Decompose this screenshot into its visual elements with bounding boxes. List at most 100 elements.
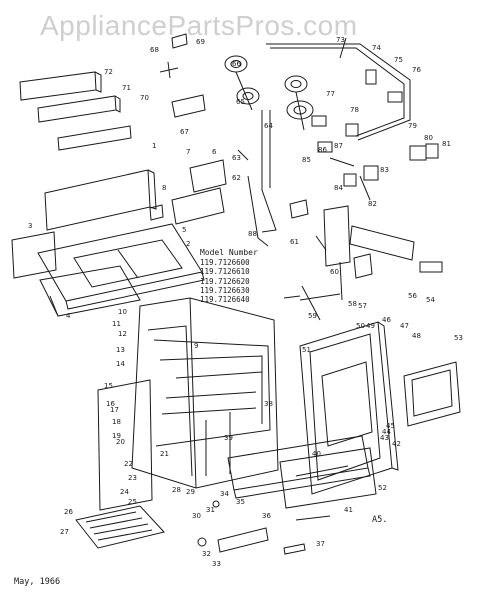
- part-label: 13: [116, 346, 125, 354]
- part-label: 52: [378, 484, 387, 492]
- part-label: 17: [110, 406, 119, 414]
- model-number-block: Model Number 119.7126600 119.7126610 119…: [200, 248, 258, 304]
- kick-plate-33: [217, 527, 269, 553]
- part-label: 66: [232, 60, 241, 68]
- part-label: 54: [426, 296, 435, 304]
- foot-32: [197, 537, 207, 547]
- plate-7: [171, 187, 225, 225]
- part-label: 41: [344, 506, 353, 514]
- part-label: 80: [424, 134, 433, 142]
- part-label: 3: [28, 222, 32, 230]
- clip-8: [149, 204, 164, 221]
- part-label: 35: [236, 498, 245, 506]
- watermark: AppliancePartsPros.com: [40, 10, 358, 41]
- part-label: 59: [308, 312, 317, 320]
- trim-strip-70: [57, 125, 132, 151]
- model-number: 119.7126610: [200, 267, 250, 277]
- part-label: 28: [172, 486, 181, 494]
- part-label: 76: [412, 66, 421, 74]
- part-label: 32: [202, 550, 211, 558]
- part-label: 77: [326, 90, 335, 98]
- part-label: 70: [140, 94, 149, 102]
- part-label: 51: [302, 346, 311, 354]
- oven-door: [299, 321, 399, 495]
- part-label: 38: [264, 400, 273, 408]
- part-label: 22: [124, 460, 133, 468]
- handle-37: [283, 543, 306, 555]
- revision-date: May, 1966: [14, 577, 61, 587]
- part-label: 68: [150, 46, 159, 54]
- part-label: 78: [350, 106, 359, 114]
- part-label: 47: [400, 322, 409, 330]
- part-label: 50: [356, 322, 365, 330]
- part-label: 42: [392, 440, 401, 448]
- part-label: 61: [290, 238, 299, 246]
- bottom-pan-4: [39, 265, 141, 317]
- pipe-63: [237, 149, 249, 161]
- part-label: 62: [232, 174, 241, 182]
- broiler-drawer: [227, 435, 377, 509]
- part-label: 84: [334, 184, 343, 192]
- oven-cabinet: [131, 297, 279, 489]
- model-number: 119.7126640: [200, 295, 250, 305]
- part-label: 57: [358, 302, 367, 310]
- part-label: 56: [408, 292, 417, 300]
- part-label: 30: [192, 512, 201, 520]
- part-label: 65: [236, 98, 245, 106]
- part-label: 36: [262, 512, 271, 520]
- part-label: 6: [212, 148, 217, 156]
- rod-51: [283, 295, 301, 299]
- part-label: 18: [112, 418, 121, 426]
- oven-pipe-59: [301, 285, 321, 321]
- part-label: 40: [312, 450, 321, 458]
- plate-6: [189, 159, 227, 193]
- window-53: [403, 361, 461, 427]
- bracket-67: [171, 94, 206, 118]
- pipe-62: [247, 175, 269, 247]
- bracket-68: [159, 61, 179, 79]
- part-label: 31: [206, 506, 215, 514]
- side-rail-58: [299, 293, 341, 301]
- trim-rail-3: [11, 231, 57, 279]
- part-label: 60: [330, 268, 339, 276]
- part-label: 4: [66, 312, 71, 320]
- part-label: 34: [220, 490, 229, 498]
- part-label: 69: [196, 38, 205, 46]
- part-label: 33: [212, 560, 221, 568]
- part-label: 46: [382, 316, 391, 324]
- panel-1: [44, 169, 157, 231]
- part-label: 12: [118, 330, 127, 338]
- broiler-pan: [75, 505, 165, 549]
- part-label: 27: [60, 528, 69, 536]
- part-label: 26: [64, 508, 73, 516]
- part-label: 75: [394, 56, 403, 64]
- part-label: 64: [264, 122, 273, 130]
- page-code: A5.: [372, 515, 388, 525]
- part-label: 39: [224, 434, 233, 442]
- part-label: 53: [454, 334, 463, 342]
- bracket-36: [295, 515, 331, 521]
- part-label: 24: [120, 488, 129, 496]
- part-label: 5: [182, 226, 186, 234]
- part-label: 71: [122, 84, 131, 92]
- model-number: 119.7126630: [200, 285, 250, 295]
- part-label: 2: [186, 240, 190, 248]
- part-label: 88: [248, 230, 257, 238]
- part-label: 63: [232, 154, 241, 162]
- part-label: 21: [160, 450, 169, 458]
- part-label: 10: [118, 308, 127, 316]
- part-label: 58: [348, 300, 357, 308]
- part-label: 81: [442, 140, 451, 148]
- part-label: 49: [366, 322, 375, 330]
- part-label: 19: [112, 432, 121, 440]
- part-label: 67: [180, 128, 189, 136]
- oven-burner-assembly: [289, 199, 443, 301]
- part-label: 44: [382, 428, 391, 436]
- valves: [311, 69, 439, 201]
- model-number: 119.7126600: [200, 258, 250, 268]
- part-label: 7: [186, 148, 190, 156]
- part-label: 73: [336, 36, 345, 44]
- part-label: 11: [112, 320, 121, 328]
- part-label: 85: [302, 156, 311, 164]
